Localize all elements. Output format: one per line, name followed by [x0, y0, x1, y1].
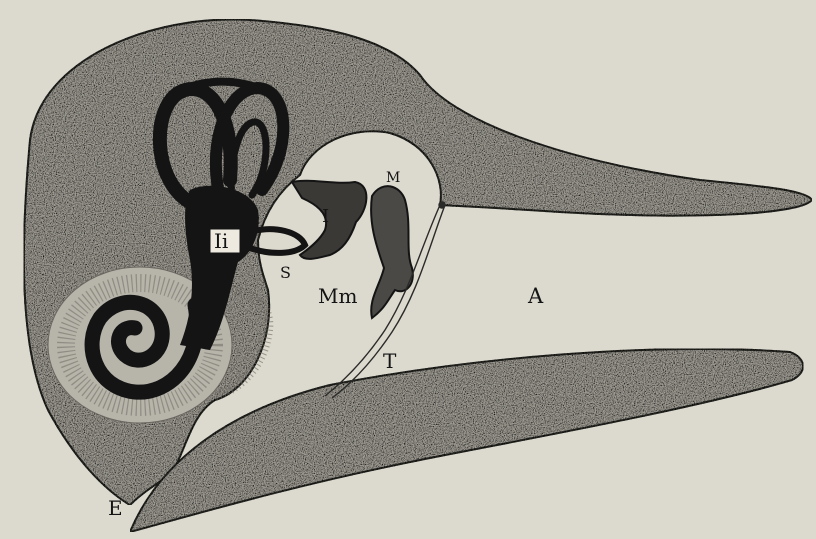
label-ii: Ii	[214, 229, 228, 253]
label-t: T	[383, 349, 397, 373]
label-m: M	[386, 170, 400, 186]
label-i: I	[322, 206, 329, 227]
label-box-ii: Ii	[210, 229, 240, 253]
label-mm: Mm	[318, 284, 357, 308]
label-s: S	[280, 263, 291, 282]
label-a: A	[527, 284, 544, 308]
malleus	[371, 186, 413, 318]
label-e: E	[108, 496, 123, 520]
